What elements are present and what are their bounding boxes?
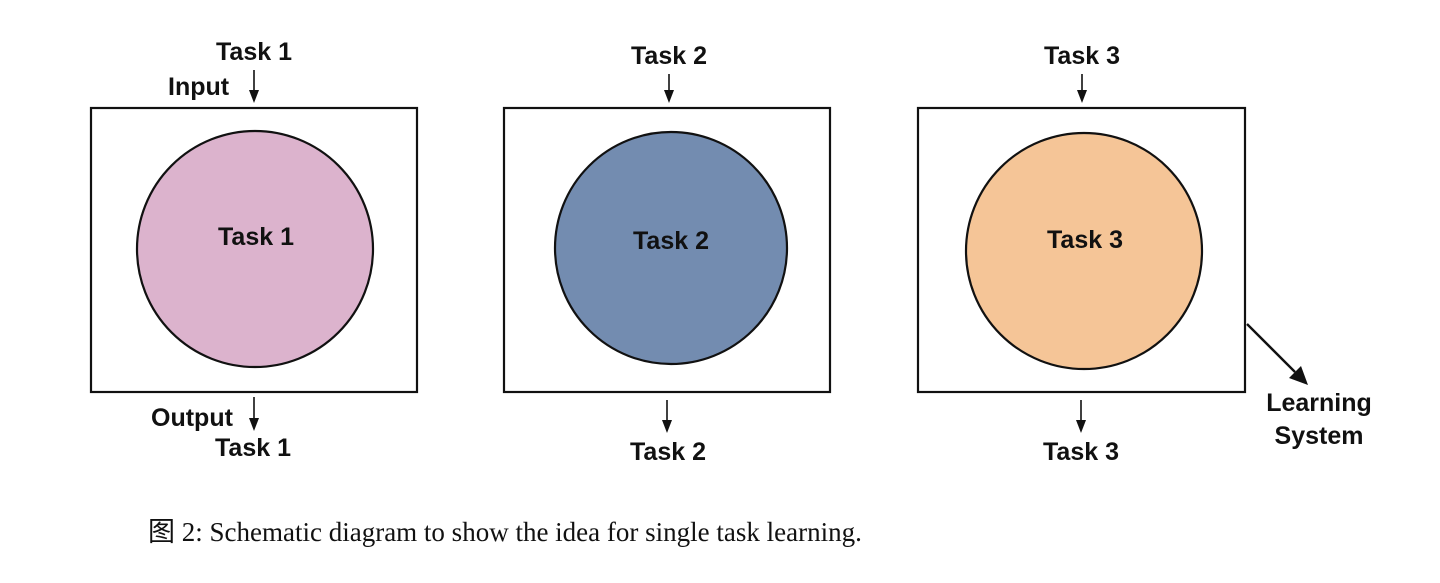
- panel-3-output-arrow: [1076, 400, 1086, 433]
- panel-3-input-task: Task 3: [1044, 42, 1120, 70]
- panel-3-circle-label: Task 3: [1047, 226, 1123, 254]
- panel-3-output-task: Task 3: [1043, 438, 1119, 466]
- panel-2-output-arrow: [662, 400, 672, 433]
- panel-1-input-task: Task 1: [216, 38, 292, 66]
- panel-task-2: Task 2 Task 2 Task 2: [502, 42, 832, 466]
- learning-system-callout: Learning System: [1246, 323, 1372, 450]
- figure-caption-text: Schematic diagram to show the idea for s…: [209, 517, 862, 547]
- figure-caption: 图 2: Schematic diagram to show the idea …: [148, 510, 862, 549]
- panel-1-circle-label: Task 1: [218, 223, 294, 251]
- panel-1-output-task: Task 1: [215, 434, 291, 462]
- panel-task-1: Task 1 Input Task 1 Output Task 1: [89, 38, 419, 462]
- panel-3-task-circle: [964, 131, 1204, 371]
- panel-task-3: Task 3 Task 3 Task 3: [916, 42, 1247, 466]
- learning-system-arrow: [1246, 323, 1308, 385]
- panel-1-input-arrow: [249, 70, 259, 103]
- learning-system-label-line-2: System: [1275, 422, 1364, 450]
- panel-1-output-label: Output: [151, 404, 234, 432]
- panel-1-input-label: Input: [168, 73, 230, 101]
- panel-1-task-circle: [135, 129, 375, 369]
- figure-caption-number: 图 2:: [148, 517, 203, 547]
- panel-2-input-task: Task 2: [631, 42, 707, 70]
- panel-1-output-arrow: [249, 397, 259, 431]
- learning-system-label-line-1: Learning: [1266, 389, 1372, 417]
- panel-2-task-circle: [553, 130, 789, 366]
- panel-2-input-arrow: [664, 74, 674, 103]
- panel-3-input-arrow: [1077, 74, 1087, 103]
- panel-2-circle-label: Task 2: [633, 227, 709, 255]
- panel-2-output-task: Task 2: [630, 438, 706, 466]
- single-task-learning-diagram: Task 1 Input Task 1 Output Task 1 Task 2…: [89, 38, 1372, 466]
